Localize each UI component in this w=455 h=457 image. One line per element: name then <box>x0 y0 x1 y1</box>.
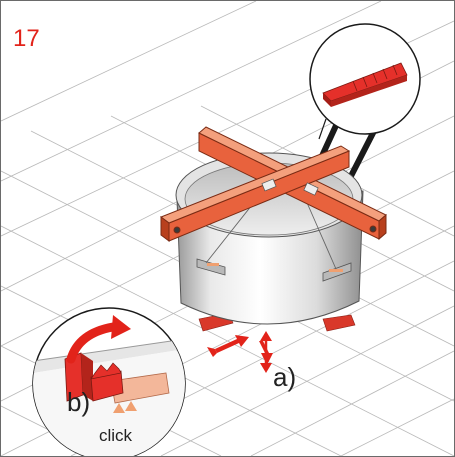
wedge-icon <box>322 62 408 107</box>
label-click: click <box>99 426 133 445</box>
detail-circle-wedge <box>309 23 421 140</box>
cross-beams <box>159 126 387 242</box>
curved-arrow-icon <box>66 322 118 364</box>
adjust-arrows <box>207 331 273 373</box>
label-b: b) <box>67 387 90 417</box>
detail-circle-clip <box>32 307 186 456</box>
step-number: 17 <box>13 25 40 52</box>
label-a: a) <box>273 362 296 392</box>
